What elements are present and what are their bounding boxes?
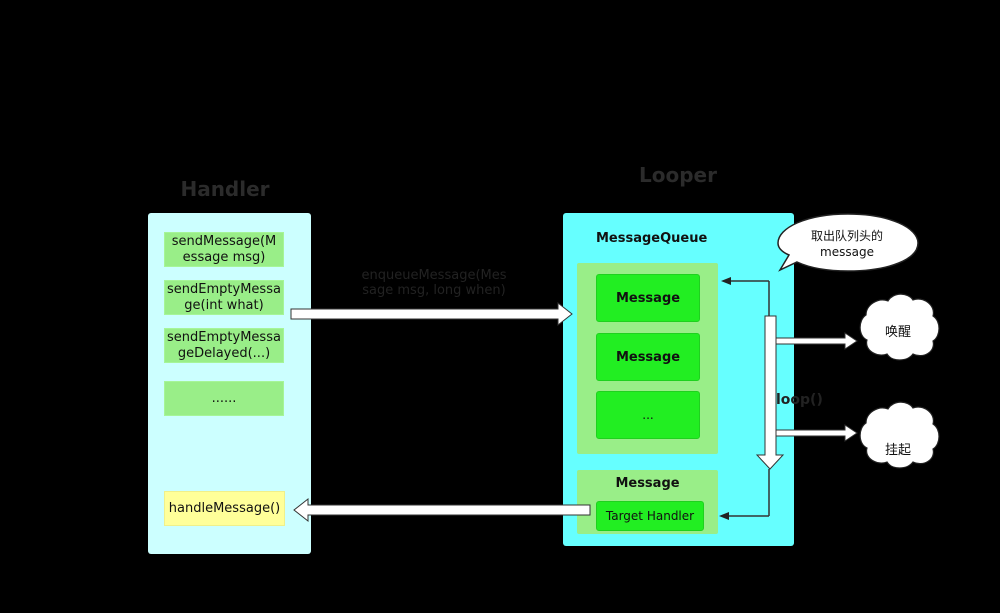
loop-label: loop() [776, 392, 823, 408]
bubble-text: 取出队列头的 message [810, 229, 883, 259]
cloud-wake-shape [859, 293, 940, 361]
current-message-label: Message [615, 476, 680, 491]
queue-message-ellipsis: ... [596, 391, 700, 439]
enqueue-label: enqueueMessage(Mes sage msg, long when) [361, 268, 507, 298]
wake-arrow [775, 332, 858, 350]
target-handler-box: Target Handler [596, 501, 704, 531]
cloud-wake-label: 唤醒 [885, 325, 912, 340]
method-ellipsis: ...... [164, 381, 284, 416]
handle-message-box: handleMessage() [164, 491, 285, 526]
method-send-empty-message-delayed: sendEmptyMessa geDelayed(...) [164, 328, 284, 363]
cloud-suspend-label: 挂起 [885, 443, 912, 458]
message-queue-label: MessageQueue [596, 231, 708, 246]
speech-bubble [777, 213, 919, 272]
queue-message-1: Message [596, 274, 700, 322]
cloud-suspend-shape [859, 401, 940, 469]
handler-title: Handler [180, 177, 270, 201]
return-arrow [293, 497, 591, 523]
method-send-empty-message: sendEmptyMessa ge(int what) [164, 280, 284, 315]
enqueue-arrow [290, 301, 573, 327]
queue-message-2: Message [596, 333, 700, 381]
method-send-message: sendMessage(M essage msg) [164, 232, 284, 267]
suspend-arrow [775, 424, 858, 442]
looper-title: Looper [639, 163, 717, 187]
